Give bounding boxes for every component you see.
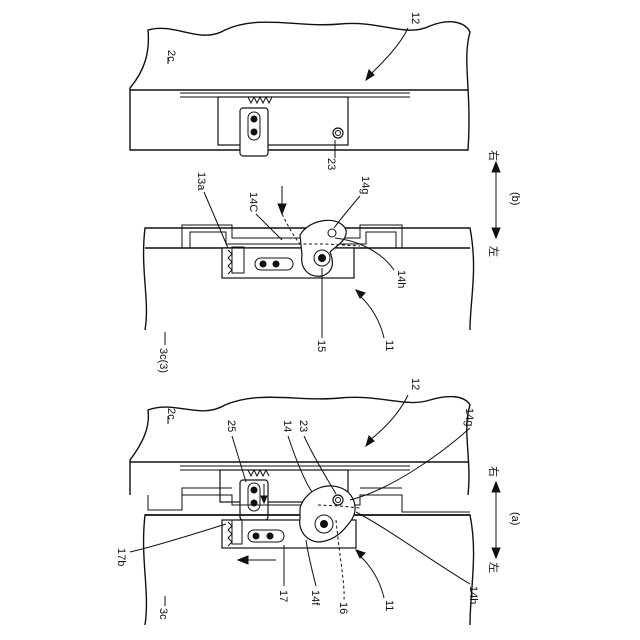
label-14-a: 14 bbox=[281, 420, 293, 432]
plate-upper-b bbox=[218, 97, 348, 145]
bolt-23-b bbox=[333, 128, 343, 138]
label-14g-a: 14g bbox=[463, 408, 475, 426]
label-17b-a: 17b bbox=[115, 548, 127, 566]
label-12-b: 12 bbox=[409, 12, 421, 24]
label-11-a: 11 bbox=[383, 600, 395, 611]
label-3c3-b: 3c(3) bbox=[157, 348, 169, 373]
label-15-b: 15 bbox=[315, 340, 327, 352]
dir-right-a: 右 bbox=[487, 466, 501, 477]
label-23-a: 23 bbox=[297, 420, 309, 432]
caption-a: (a) bbox=[509, 512, 521, 525]
label-12-a: 12 bbox=[409, 378, 421, 390]
label-3c-a: 3c bbox=[157, 608, 169, 620]
label-17-a: 17 bbox=[277, 590, 289, 602]
dir-left-a: 左 bbox=[487, 562, 500, 573]
label-14f-a: 14f bbox=[309, 590, 321, 606]
label-23-b: 23 bbox=[325, 158, 337, 170]
panel-b: 2c 12 23 13a 14C bbox=[130, 12, 521, 373]
label-16-a: 16 bbox=[337, 602, 349, 614]
bolt-23-a bbox=[333, 495, 343, 505]
caption-b: (b) bbox=[509, 192, 521, 205]
dir-right-b: 右 bbox=[487, 150, 501, 161]
label-11-b: 11 bbox=[383, 340, 395, 351]
label-25-a: 25 bbox=[225, 420, 237, 432]
label-2c-a: 2c bbox=[165, 408, 177, 420]
label-2c-b: 2c bbox=[165, 50, 177, 62]
label-14h-b: 14h bbox=[395, 270, 407, 288]
label-13a-b: 13a bbox=[195, 172, 207, 191]
label-14c-b: 14C bbox=[247, 192, 259, 212]
panel-a: 2c 12 25 14 23 14g 17b 17 14f 16 11 14h … bbox=[115, 378, 521, 625]
label-14g-b: 14g bbox=[359, 176, 371, 194]
label-14h-a: 14h bbox=[467, 586, 479, 604]
dir-left-b: 左 bbox=[487, 246, 500, 257]
